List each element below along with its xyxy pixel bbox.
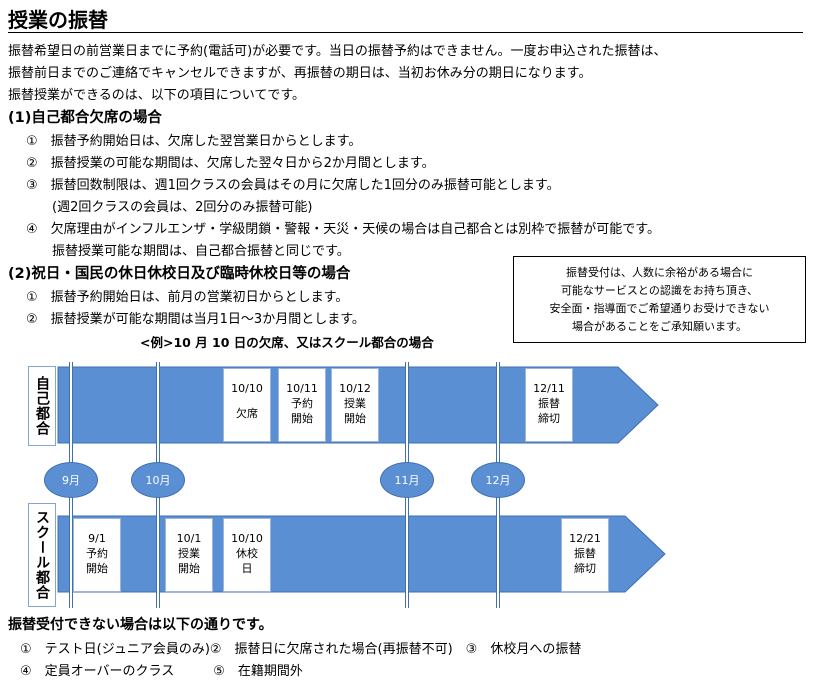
row1-card-absent: 10/10 欠席: [223, 368, 271, 442]
row2-card-closed-day: 10/10 休校日: [223, 518, 271, 592]
row2-card-deadline: 12/21 振替締切: [561, 518, 609, 592]
not-accepted-line-2: ④ 定員オーバーのクラス ⑤ 在籍期間外: [20, 664, 303, 679]
title-underline: [8, 32, 803, 33]
row2-label: スクール都合: [28, 503, 56, 607]
month-badge-11: 11月: [380, 462, 434, 498]
section1-item-3: ③ 振替回数制限は、週1回クラスの会員はその月に欠席した1回分のみ振替可能としま…: [26, 178, 560, 193]
intro-line-3: 振替授業ができるのは、以下の項目についてです。: [8, 88, 306, 103]
notice-box: 振替受付は、人数に余裕がある場合に 可能なサービスとの認識をお持ち頂き、 安全面…: [513, 256, 806, 343]
notice-line-2: 可能なサービスとの認識をお持ち頂き、: [560, 284, 759, 297]
section2-item-2: ② 振替授業が可能な期間は当月1日～3か月間とします。: [26, 312, 365, 327]
row1-label: 自己都合: [28, 366, 56, 446]
example-title: <例>10 月 10 日の欠席、又はスクール都合の場合: [140, 335, 434, 350]
row1-card-class-start: 10/12 授業開始: [331, 368, 379, 442]
section1-item-2: ② 振替授業の可能な期間は、欠席した翌々日から2か月間とします。: [26, 156, 435, 171]
page-title: 授業の振替: [8, 8, 108, 32]
row1-card-reserve-start: 10/11 予約開始: [278, 368, 326, 442]
section1-item-1: ① 振替予約開始日は、欠席した翌営業日からとします。: [26, 134, 362, 149]
not-accepted-heading: 振替受付できない場合は以下の通りです。: [8, 617, 273, 633]
month-badge-12: 12月: [471, 462, 525, 498]
intro-line-2: 振替前日までのご連絡でキャンセルできますが、再振替の期日は、当初お休み分の期日に…: [8, 66, 592, 81]
section1-item-3-note: (週2回クラスの会員は、2回分のみ振替可能): [52, 200, 313, 215]
row2-card-reserve-start: 9/1 予約開始: [73, 518, 121, 592]
section1-item-4: ④ 欠席理由がインフルエンザ・学級閉鎖・警報・天災・天候の場合は自己都合とは別枠…: [26, 222, 660, 237]
month-badge-9: 9月: [44, 462, 98, 498]
section2-heading: (2)祝日・国民の休日休校日及び臨時休校日等の場合: [8, 266, 351, 282]
intro-line-1: 振替希望日の前営業日までに予約(電話可)が必要です。当日の振替予約はできません。…: [8, 44, 667, 59]
section2-item-1: ① 振替予約開始日は、前月の営業初日からとします。: [26, 290, 349, 305]
section1-heading: (1)自己都合欠席の場合: [8, 110, 162, 126]
not-accepted-line-1: ① テスト日(ジュニア会員のみ)② 振替日に欠席された場合(再振替不可) ③ 休…: [20, 642, 582, 657]
notice-line-4: 場合があることをご承知願います。: [572, 320, 747, 333]
month-badge-10: 10月: [131, 462, 185, 498]
row2-card-class-start: 10/1 授業開始: [165, 518, 213, 592]
notice-line-3: 安全面・指導面でご希望通りお受けできない: [549, 302, 770, 315]
section1-item-4-note: 振替授業可能な期間は、自己都合振替と同じです。: [52, 244, 350, 259]
notice-line-1: 振替受付は、人数に余裕がある場合に: [566, 266, 753, 279]
row1-card-deadline: 12/11 振替締切: [525, 368, 573, 442]
